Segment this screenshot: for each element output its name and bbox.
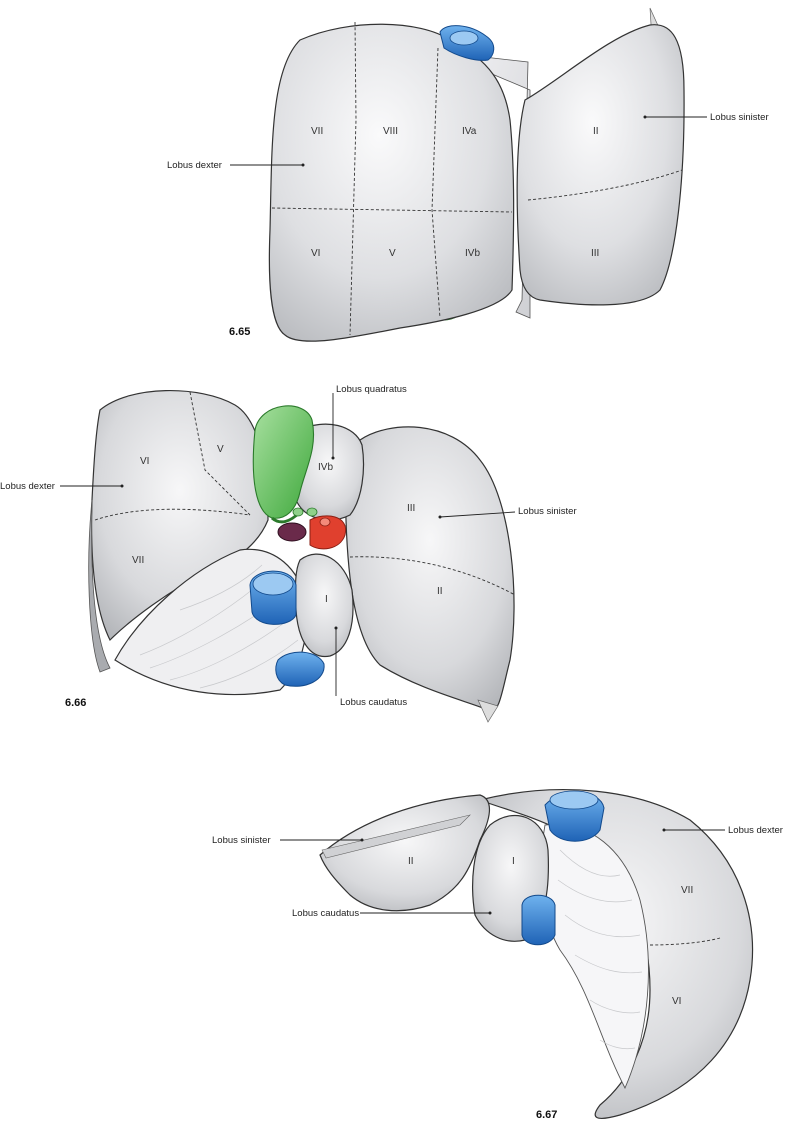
artery-branch <box>319 517 331 527</box>
leader-dot <box>438 515 442 519</box>
gallbladder <box>252 405 315 519</box>
hepatic-artery <box>309 515 347 550</box>
segment-label: VI <box>672 996 681 1007</box>
label-lobus-quadratus: Lobus quadratus <box>336 384 407 395</box>
falciform-ligament <box>439 51 531 319</box>
segment-label: II <box>408 856 414 867</box>
division-line <box>349 556 516 596</box>
left-lobe-shape <box>345 426 515 711</box>
ligament-tip <box>477 699 499 723</box>
vena-cava-lumen <box>449 30 479 46</box>
segment-label: VIII <box>383 126 398 137</box>
figure-6-66: VI V IVb III VII I II Lobus quadratus Lo… <box>0 384 577 723</box>
segment-label: VI <box>140 456 149 467</box>
segment-label: V <box>217 444 224 455</box>
leader-dot <box>488 911 492 915</box>
label-lobus-caudatus: Lobus caudatus <box>292 908 359 919</box>
figure-number: 6.67 <box>536 1109 557 1121</box>
vena-cava-lumen <box>549 790 599 810</box>
label-lobus-sinister: Lobus sinister <box>710 112 769 123</box>
segment-label: II <box>593 126 599 137</box>
leader-dot <box>360 838 364 842</box>
segment-label: I <box>512 856 515 867</box>
bile-duct <box>306 507 318 517</box>
leader-dot <box>662 828 666 832</box>
segment-label: VI <box>311 248 320 259</box>
division-line <box>349 21 357 336</box>
left-lobe-shape <box>516 24 685 306</box>
segment-label: III <box>591 248 599 259</box>
division-line <box>431 47 441 319</box>
vein-stump <box>275 651 325 687</box>
segment-label: V <box>389 248 396 259</box>
bare-area-texture <box>557 849 643 1050</box>
right-lobe-shape <box>268 23 515 342</box>
label-lobus-sinister: Lobus sinister <box>212 835 271 846</box>
bile-duct <box>292 507 304 517</box>
division-line <box>189 391 251 516</box>
segment-label: VII <box>311 126 323 137</box>
leader-dot <box>331 456 335 460</box>
lobe-edge <box>321 814 471 859</box>
division-line <box>271 207 513 213</box>
leader-dot <box>643 115 647 119</box>
label-lobus-dexter: Lobus dexter <box>728 825 783 836</box>
division-line <box>649 937 721 946</box>
vein-stump <box>521 894 556 946</box>
figure-6-67: II I VII VI Lobus sinister Lobus dexter … <box>212 789 783 1121</box>
division-line <box>94 508 251 521</box>
caudate-lobe-shape <box>294 553 354 658</box>
figure-number: 6.66 <box>65 697 86 709</box>
label-lobus-sinister: Lobus sinister <box>518 506 577 517</box>
segment-label: IVb <box>318 462 333 473</box>
leader-dot <box>301 163 305 167</box>
segment-label: VII <box>132 555 144 566</box>
lobe-edge <box>88 499 111 673</box>
vena-cava-lumen <box>252 572 294 596</box>
label-lobus-dexter: Lobus dexter <box>167 160 222 171</box>
label-lobus-dexter: Lobus dexter <box>0 481 55 492</box>
label-lobus-caudatus: Lobus caudatus <box>340 697 407 708</box>
figure-number: 6.65 <box>229 326 250 338</box>
leader-line <box>439 511 516 518</box>
figure-6-65: VII VIII IVa II VI V IVb III Lobus dexte… <box>167 7 769 342</box>
portal-vein <box>277 522 307 542</box>
segment-label: III <box>407 503 415 514</box>
division-line <box>527 169 683 201</box>
segment-label: II <box>437 586 443 597</box>
segment-label: VII <box>681 885 693 896</box>
leader-dot <box>334 626 338 630</box>
segment-label: IVa <box>462 126 477 137</box>
segment-label: I <box>325 594 328 605</box>
segment-label: IVb <box>465 248 480 259</box>
leader-dot <box>120 484 124 488</box>
